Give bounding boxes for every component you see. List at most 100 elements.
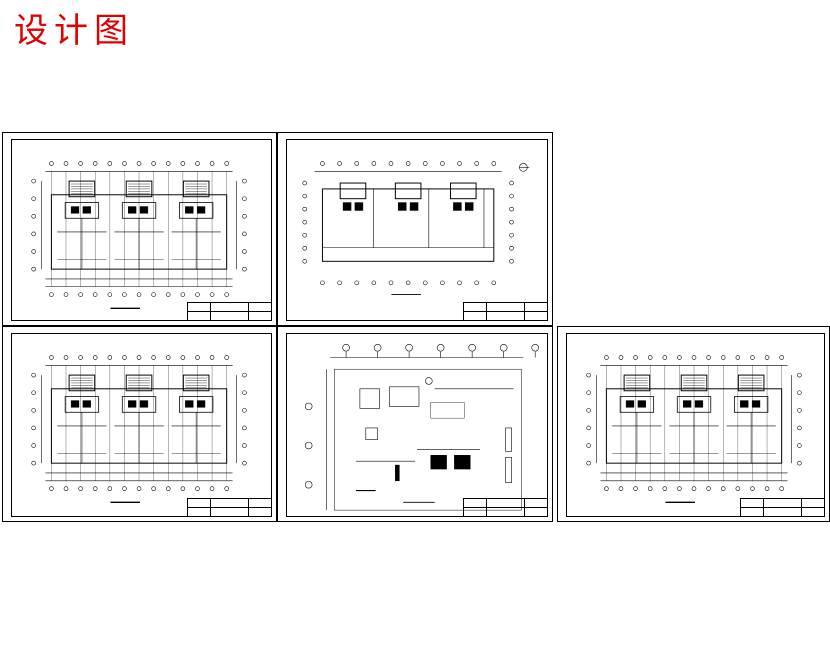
stair-core [339, 182, 367, 200]
grid-axis-bubble [586, 443, 591, 448]
grid-axis-bubble [224, 161, 229, 166]
grid-axis-bubble [195, 161, 200, 166]
grid-axis-bubble [662, 486, 668, 491]
elevator-cab [397, 202, 407, 211]
equipment-box [365, 427, 378, 440]
grid-axis-bubble [242, 460, 247, 466]
grid-axis-bubble [63, 292, 69, 297]
grid-axis-bubble [165, 355, 171, 360]
grid-axis-bubble [302, 193, 307, 199]
grid-axis-bubble [531, 343, 539, 352]
drawing-sheet-1[interactable] [2, 132, 277, 326]
sheet-frame [286, 333, 548, 517]
drawing-sheet-3[interactable] [2, 326, 277, 522]
grid-axis-bubble [779, 486, 784, 491]
drawing-sheet-5[interactable] [557, 326, 830, 522]
grid-axis-bubble [31, 231, 36, 237]
grid-axis-bubble [31, 372, 36, 378]
stair-core [737, 374, 765, 392]
grid-axis-bubble [78, 355, 83, 360]
grid-axis-bubble [354, 280, 359, 286]
grid-axis-bubble [491, 161, 497, 166]
grid-axis-bubble [209, 161, 215, 166]
grid-axis-bubble [195, 292, 200, 297]
elevator-cab [70, 400, 80, 408]
grid-axis-bubble [304, 480, 313, 489]
floor-plan-drawing [31, 355, 247, 503]
ground-floor-plan-drawing [302, 161, 530, 296]
drawing-sheet-4[interactable] [277, 326, 553, 522]
grid-axis-bubble [764, 486, 770, 491]
grid-axis-bubble [136, 355, 142, 360]
grid-axis-bubble [436, 343, 445, 352]
sheet-frame [286, 139, 548, 321]
grid-axis-bubble [586, 372, 591, 378]
elevator-cab [82, 400, 91, 408]
grid-axis-bubble [242, 196, 247, 201]
grid-axis-bubble [195, 486, 200, 491]
grid-axis-bubble [302, 232, 307, 238]
grid-axis-bubble [405, 343, 413, 352]
grid-axis-bubble [440, 161, 445, 166]
grid-axis-bubble [122, 486, 127, 491]
grid-axis-bubble [440, 280, 445, 286]
grid-axis-bubble [797, 390, 802, 395]
grid-axis-bubble [373, 343, 382, 352]
room-wall [734, 396, 769, 413]
stair-core [182, 374, 210, 392]
sheet-frame [11, 333, 272, 517]
grid-axis-bubble [136, 161, 142, 166]
grid-axis-bubble [509, 180, 514, 186]
grid-axis-bubble [586, 460, 591, 466]
grid-axis-bubble [423, 161, 428, 166]
elevator-cab [453, 202, 462, 211]
grid-axis-bubble [474, 280, 479, 286]
grid-axis-bubble [499, 343, 508, 352]
elevator-cab [185, 400, 194, 408]
grid-axis-bubble [474, 161, 479, 166]
grid-axis-bubble [49, 486, 54, 491]
stair-core [125, 374, 153, 392]
grid-axis-bubble [509, 246, 514, 251]
sheet-frame [566, 333, 825, 517]
grid-axis-bubble [224, 292, 229, 297]
grid-axis-bubble [371, 161, 377, 166]
grid-axis-bubble [797, 425, 802, 431]
grid-axis-bubble [735, 486, 741, 491]
grid-axis-bubble [618, 355, 624, 360]
grid-axis-bubble [92, 161, 98, 166]
grid-axis-bubble [337, 280, 342, 286]
grid-axis-bubble [302, 219, 307, 225]
elevator-cab [694, 400, 704, 408]
grid-axis-bubble [677, 486, 682, 491]
grid-axis-bubble [122, 161, 127, 166]
stair-core [680, 374, 708, 392]
site-equipment-drawing [304, 343, 539, 511]
grid-axis-bubble [337, 161, 342, 166]
grid-axis-bubble [49, 355, 54, 360]
grid-axis-bubble [750, 486, 755, 491]
grid-axis-bubble [604, 486, 609, 491]
elevator-cab [139, 400, 149, 408]
grid-axis-bubble [31, 390, 36, 395]
room-wall [619, 396, 655, 413]
drawing-sheet-2[interactable] [277, 132, 553, 326]
elevator-cab [751, 400, 761, 408]
grid-axis-bubble [302, 259, 307, 264]
grid-axis-bubble [209, 355, 215, 360]
grid-axis-bubble [405, 280, 411, 286]
grid-axis-bubble [242, 266, 247, 272]
grid-axis-bubble [78, 292, 83, 297]
grid-axis-bubble [92, 486, 98, 491]
grid-axis-bubble [720, 486, 726, 491]
grid-axis-bubble [31, 196, 36, 201]
grid-axis-bubble [242, 231, 247, 237]
elevator-cab [70, 206, 80, 214]
grid-axis-bubble [63, 161, 69, 166]
stair-core [68, 374, 96, 392]
elevator-cab [637, 400, 646, 408]
title-block [187, 498, 271, 516]
grid-axis-bubble [491, 280, 497, 286]
elevator-cab [740, 400, 749, 408]
room-wall [121, 202, 157, 219]
